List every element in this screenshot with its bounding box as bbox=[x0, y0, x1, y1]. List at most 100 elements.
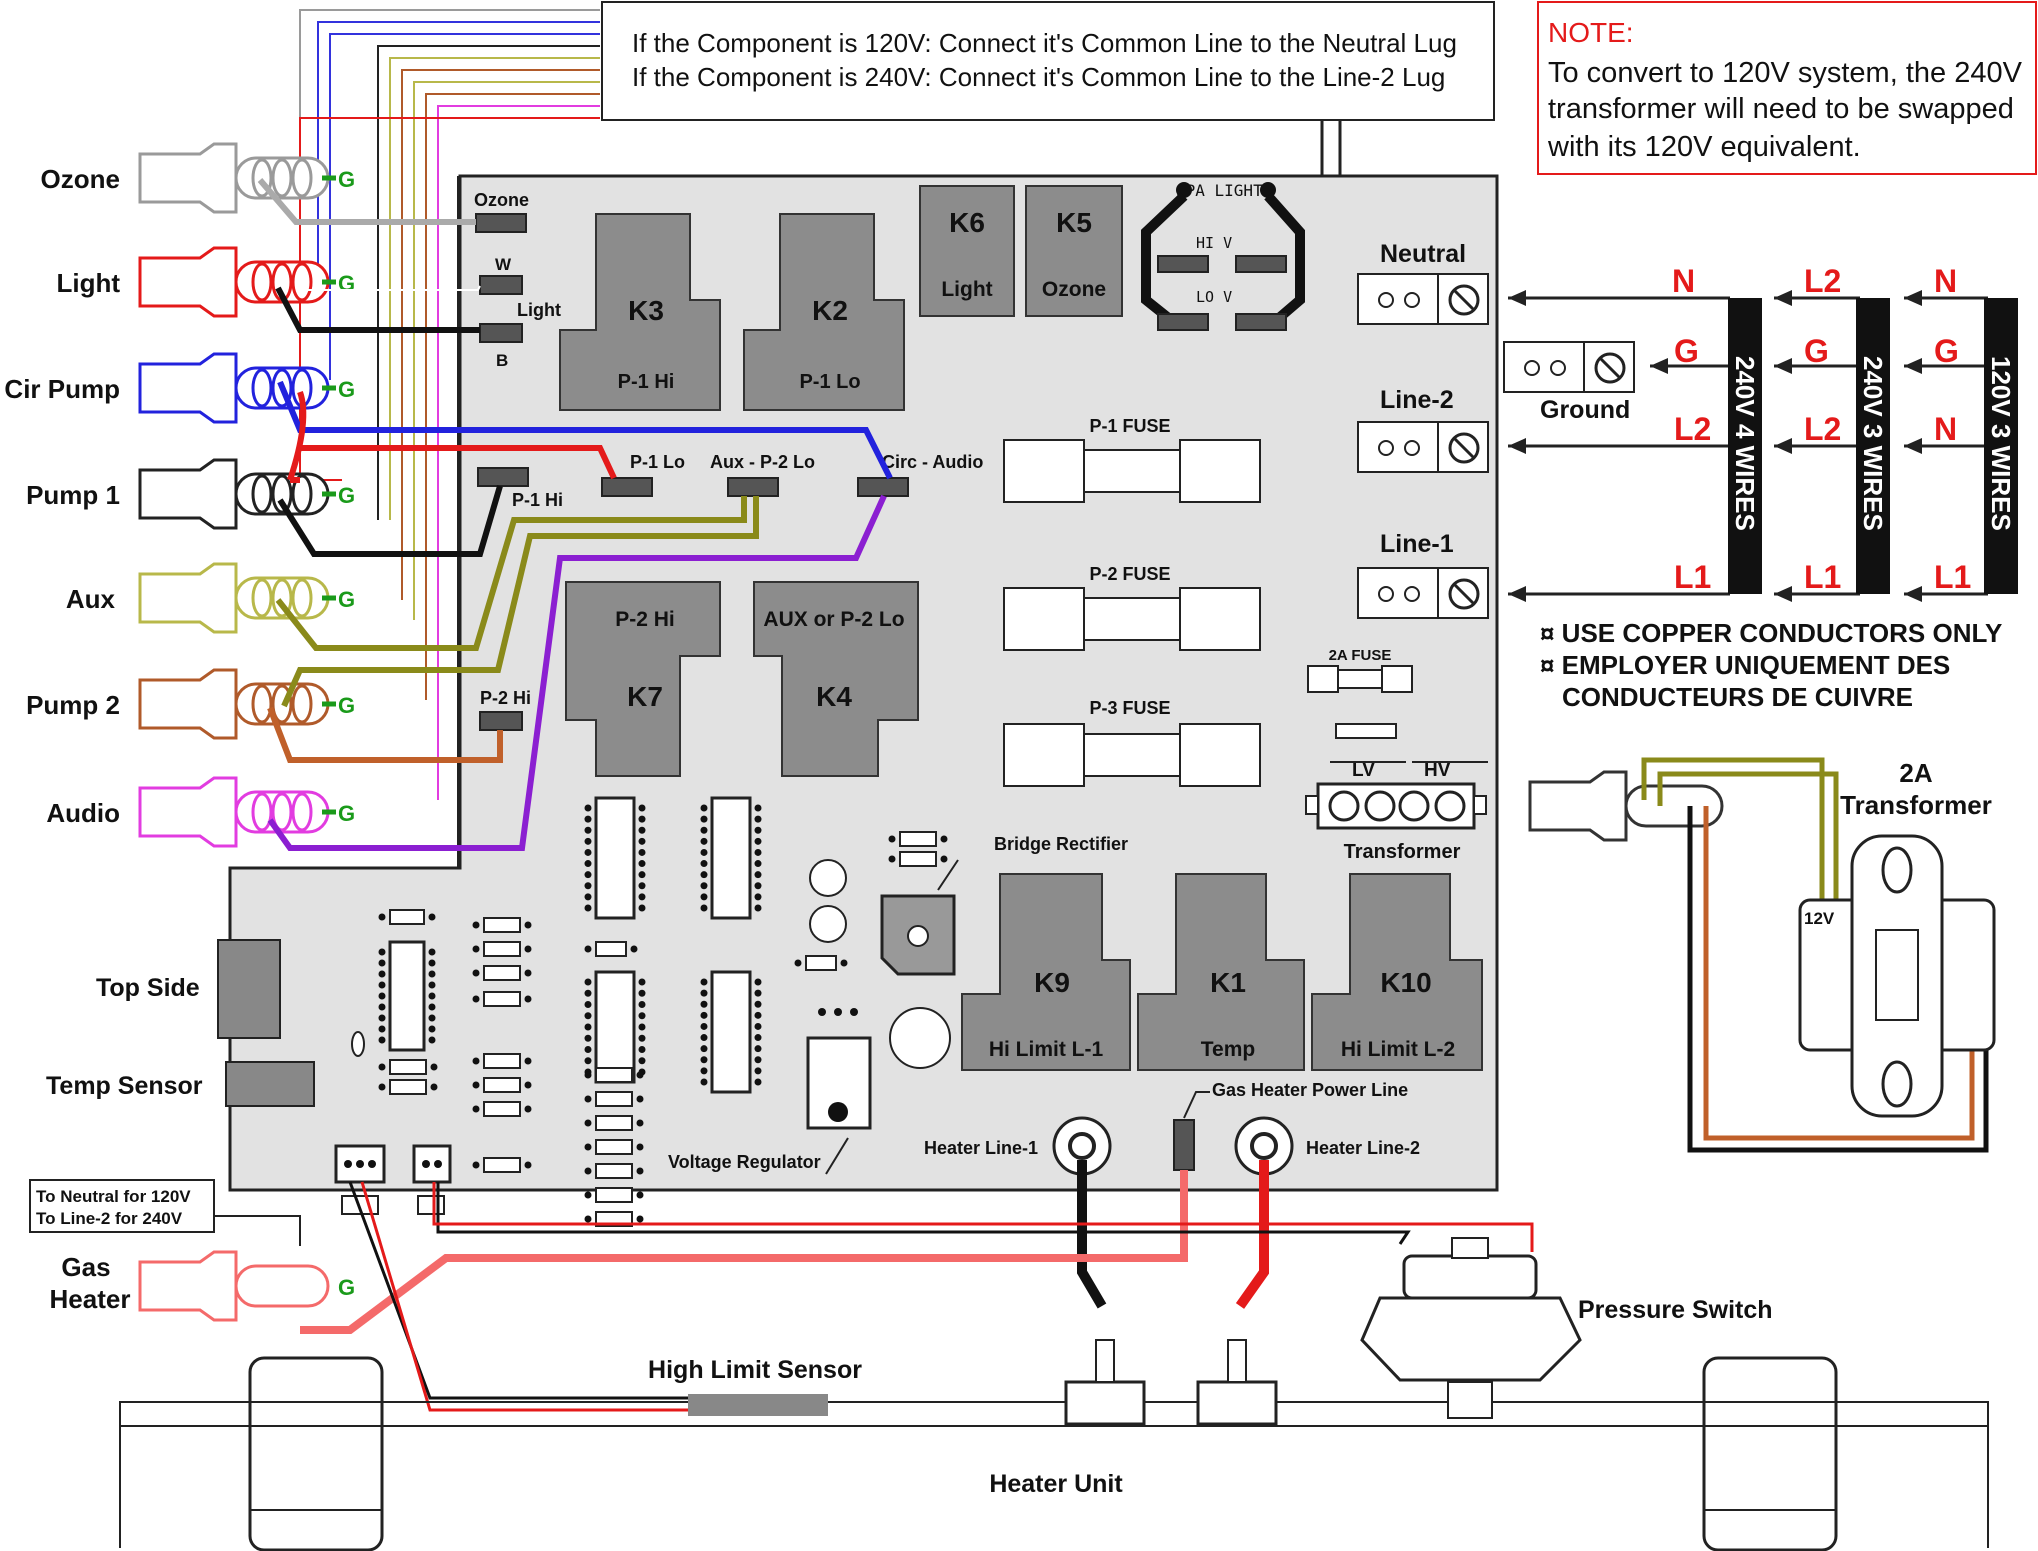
ground-mark: G bbox=[338, 1275, 355, 1300]
gas-heater-power-label: Gas Heater Power Line bbox=[1212, 1080, 1408, 1100]
ic-pin bbox=[584, 1034, 592, 1042]
ic-pin bbox=[378, 992, 386, 1000]
bridge-rectifier: Bridge Rectifier bbox=[809, 834, 1128, 1069]
note-line1: To convert to 120V system, the 240V bbox=[1548, 57, 2023, 89]
resistor bbox=[595, 941, 627, 957]
ic-pin bbox=[754, 804, 762, 812]
wire-bundle bbox=[299, 9, 600, 868]
relay-k2-id: K2 bbox=[812, 295, 848, 326]
resistor-pin bbox=[888, 855, 896, 863]
resistor bbox=[595, 1163, 633, 1179]
copper-line3: CONDUCTEURS DE CUIVRE bbox=[1562, 682, 1913, 712]
ic-pin bbox=[754, 815, 762, 823]
ic-pin bbox=[428, 992, 436, 1000]
ic-pin bbox=[700, 882, 708, 890]
callout-line2: If the Component is 240V: Connect it's C… bbox=[632, 62, 1445, 92]
ic-pin bbox=[754, 826, 762, 834]
gas-label1: Gas bbox=[61, 1252, 110, 1282]
resistor bbox=[805, 955, 837, 971]
ground-mark: G bbox=[338, 377, 355, 402]
note-heading: NOTE: bbox=[1548, 17, 1634, 48]
ic-chip bbox=[388, 940, 426, 1052]
ground-mark: G bbox=[338, 693, 355, 718]
bar1-label: 240V 4 WIRES bbox=[1730, 356, 1760, 531]
resistor-pin bbox=[636, 1167, 644, 1175]
ic-chip bbox=[710, 796, 752, 920]
line2-lug-label: Line-2 bbox=[1380, 386, 1454, 414]
resistor-pin bbox=[524, 1105, 532, 1113]
resistor-pin bbox=[584, 1215, 592, 1223]
copper-line1: ¤ USE COPPER CONDUCTORS ONLY bbox=[1540, 618, 2002, 648]
voltage-regulator: Voltage Regulator bbox=[668, 1008, 872, 1175]
resistor bbox=[899, 831, 937, 847]
ground-mark: G bbox=[338, 167, 355, 192]
spa-light-label: SPA LIGHT bbox=[1176, 181, 1263, 200]
resistor-pin bbox=[584, 945, 592, 953]
ic-pin bbox=[638, 871, 646, 879]
resistor-pin bbox=[584, 1143, 592, 1151]
ic-pin bbox=[754, 1056, 762, 1064]
pressure-switch-label: Pressure Switch bbox=[1578, 1296, 1773, 1324]
board-wires bbox=[257, 178, 893, 851]
resistor-pin bbox=[524, 969, 532, 977]
ic-pin bbox=[638, 826, 646, 834]
transformer-2a-title1: 2A bbox=[1899, 758, 1932, 788]
resistor bbox=[595, 1091, 633, 1107]
relay-k9-sub: Hi Limit L-1 bbox=[989, 1038, 1104, 1061]
resistor bbox=[483, 941, 521, 957]
ic-pin bbox=[754, 893, 762, 901]
board-labels: Ozone W Light B P-1 Hi P-1 Lo Aux - P-2 … bbox=[474, 190, 983, 731]
resistor-pin bbox=[430, 1083, 438, 1091]
line1-lug-label: Line-1 bbox=[1380, 530, 1454, 558]
board-transformer-plug: LV HV Transformer bbox=[1305, 760, 1488, 863]
resistor-pin bbox=[584, 1071, 592, 1079]
resistor-pin bbox=[584, 1191, 592, 1199]
ic-pin bbox=[754, 1045, 762, 1053]
resistor-pin bbox=[636, 1143, 644, 1151]
capacitor bbox=[351, 1031, 365, 1057]
wire-l2-3: L2 bbox=[1804, 411, 1841, 447]
ic-pin bbox=[754, 837, 762, 845]
voltage-regulator-label: Voltage Regulator bbox=[668, 1152, 821, 1172]
ic-pin bbox=[638, 815, 646, 823]
relay-k3-sub: P-1 Hi bbox=[618, 371, 675, 393]
heater-unit: Heater Unit High Limit Sensor bbox=[119, 1339, 1989, 1551]
relays: K3 P-1 Hi K2 P-1 Lo K6 Light K5 Ozone P-… bbox=[559, 185, 1483, 1071]
gas-label2: Heater bbox=[50, 1284, 131, 1314]
ic-pin bbox=[700, 1056, 708, 1064]
wire-l2-2: L2 bbox=[1804, 263, 1841, 299]
ground-mark: G bbox=[338, 271, 355, 296]
top-side-label: Top Side bbox=[96, 974, 200, 1002]
resistor-pin bbox=[430, 1063, 438, 1071]
ic-pin bbox=[754, 1022, 762, 1030]
ic-pin bbox=[638, 1034, 646, 1042]
ic-pin bbox=[428, 1003, 436, 1011]
resistor-pin bbox=[940, 835, 948, 843]
ic-chip bbox=[594, 796, 636, 920]
transformer-2a: 2A Transformer 12V bbox=[1641, 757, 1996, 1153]
resistor-pin bbox=[636, 1095, 644, 1103]
ic-pin bbox=[428, 1025, 436, 1033]
ic-pin bbox=[638, 1012, 646, 1020]
resistor-pin bbox=[472, 1057, 480, 1065]
ground-mark: G bbox=[338, 801, 355, 826]
ic-pin bbox=[638, 860, 646, 868]
ic-pin bbox=[700, 848, 708, 856]
note-box: NOTE: To convert to 120V system, the 240… bbox=[1537, 1, 2037, 175]
connector-gas-heater-tube bbox=[234, 1264, 330, 1308]
resistor-pin bbox=[378, 1063, 386, 1071]
board-light-label: Light bbox=[517, 300, 561, 320]
relay-k9-id: K9 bbox=[1034, 967, 1070, 998]
bridge-rectifier-label: Bridge Rectifier bbox=[994, 834, 1128, 854]
ic-pin bbox=[754, 860, 762, 868]
ic-pin bbox=[638, 1023, 646, 1031]
note-line3: with its 120V equivalent. bbox=[1547, 131, 1861, 163]
resistor-pin bbox=[428, 913, 436, 921]
relay-k4-sub: AUX or P-2 Lo bbox=[763, 608, 904, 631]
board-b-label: B bbox=[496, 351, 508, 370]
